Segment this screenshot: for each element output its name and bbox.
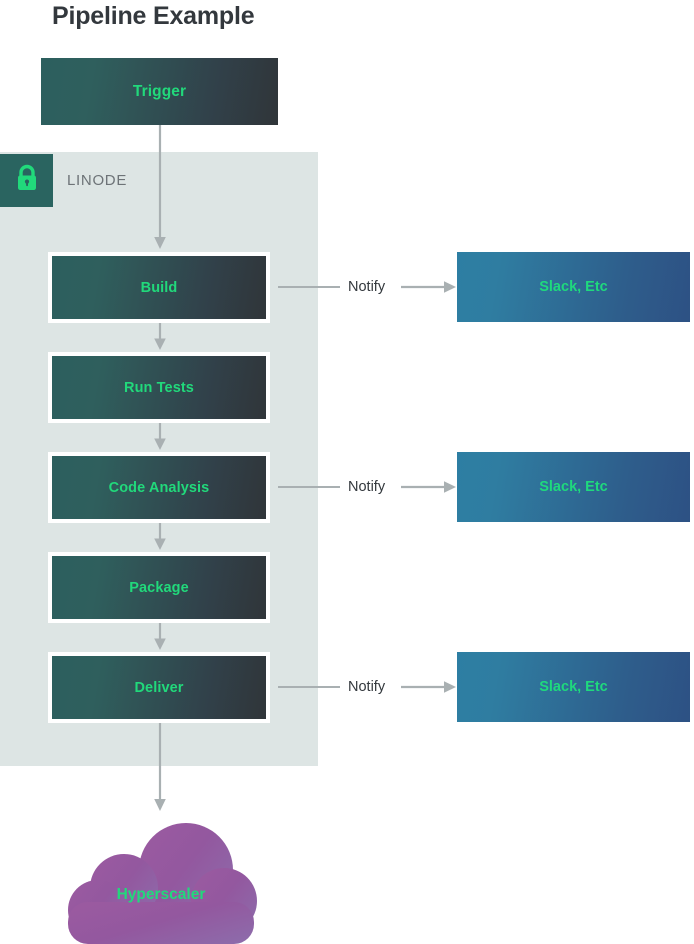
- linode-lock-badge: [0, 154, 53, 207]
- lock-icon: [14, 164, 40, 197]
- node-slack-deliver[interactable]: Slack, Etc: [457, 652, 690, 722]
- node-trigger-label: Trigger: [132, 82, 187, 100]
- arrow-run-tests-to-code-analysis: [154, 423, 166, 450]
- connector-deliver-to-notify: [278, 686, 340, 688]
- node-package-label: Package: [129, 579, 189, 596]
- node-build-label: Build: [140, 279, 178, 296]
- notify-label-build: Notify: [348, 279, 386, 295]
- connector-code-analysis-to-notify: [278, 486, 340, 488]
- node-package[interactable]: Package: [48, 552, 270, 623]
- arrow-notify-to-slack-code-analysis: [401, 481, 456, 493]
- arrow-package-to-deliver: [154, 623, 166, 650]
- node-trigger[interactable]: Trigger: [41, 58, 278, 125]
- node-slack-code-analysis-label: Slack, Etc: [539, 479, 608, 495]
- page-title: Pipeline Example: [52, 2, 255, 30]
- arrow-notify-to-slack-deliver: [401, 681, 456, 693]
- node-run-tests-label: Run Tests: [124, 379, 194, 396]
- node-deliver-label: Deliver: [134, 679, 184, 696]
- cloud-icon: [68, 823, 257, 944]
- notify-label-deliver: Notify: [348, 679, 386, 695]
- arrow-code-analysis-to-package: [154, 523, 166, 550]
- node-code-analysis-label: Code Analysis: [108, 479, 210, 496]
- node-code-analysis[interactable]: Code Analysis: [48, 452, 270, 523]
- node-slack-code-analysis[interactable]: Slack, Etc: [457, 452, 690, 522]
- node-slack-deliver-label: Slack, Etc: [539, 679, 608, 695]
- arrow-notify-to-slack-build: [401, 281, 456, 293]
- connector-build-to-notify: [278, 286, 340, 288]
- arrow-trigger-to-build: [154, 125, 166, 249]
- arrow-build-to-run-tests: [154, 323, 166, 350]
- node-build[interactable]: Build: [48, 252, 270, 323]
- arrow-deliver-to-hyperscaler: [154, 723, 166, 811]
- notify-label-code-analysis: Notify: [348, 479, 386, 495]
- node-deliver[interactable]: Deliver: [48, 652, 270, 723]
- node-slack-build-label: Slack, Etc: [539, 279, 608, 295]
- node-hyperscaler[interactable]: [58, 818, 264, 944]
- node-run-tests[interactable]: Run Tests: [48, 352, 270, 423]
- linode-group-label: LINODE: [67, 172, 128, 189]
- node-slack-build[interactable]: Slack, Etc: [457, 252, 690, 322]
